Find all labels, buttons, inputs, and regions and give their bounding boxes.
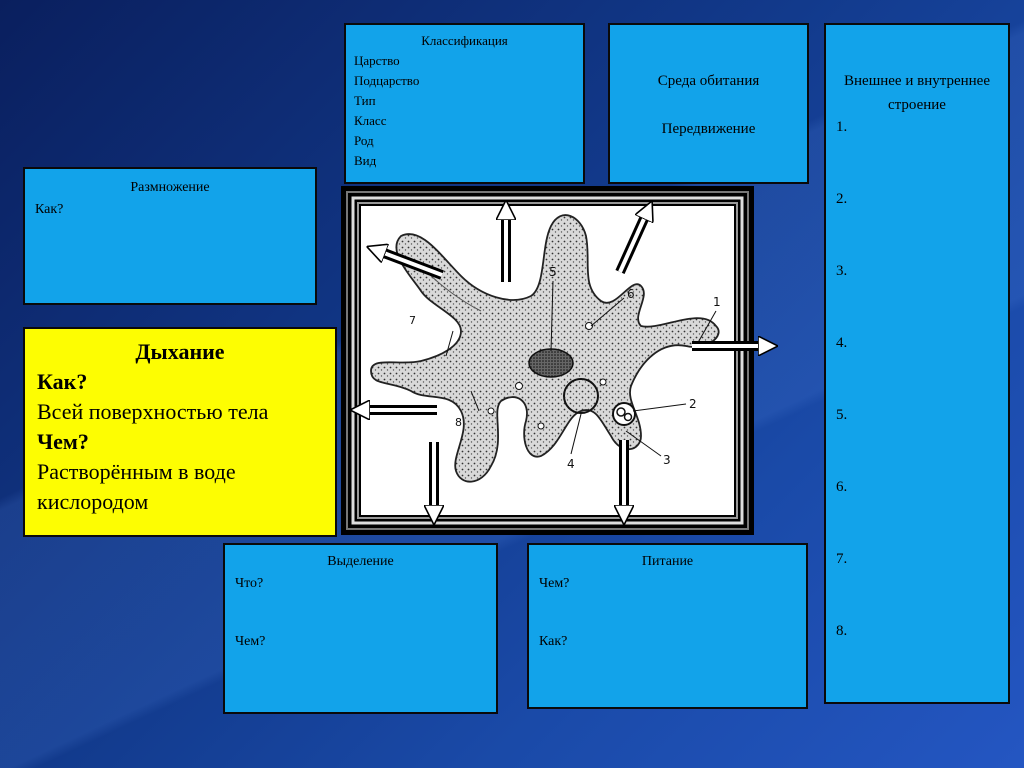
structure-item-2: 2. <box>836 191 848 207</box>
nutrition-question-how: Как? <box>539 634 568 649</box>
breathing-box: Дыхание Как? Всей поверхностью тела Чем?… <box>23 327 337 537</box>
classification-box: Классификация Царство Подцарство Тип Кла… <box>344 23 585 184</box>
breathing-answer-how: Всей поверхностью тела <box>37 399 269 424</box>
nucleus-shape <box>528 348 574 378</box>
classification-phylum: Тип <box>354 93 376 108</box>
classification-class: Класс <box>354 113 387 128</box>
nutrition-question-with: Чем? <box>539 576 570 591</box>
classification-subkingdom: Подцарство <box>354 73 420 88</box>
classification-species: Вид <box>354 153 377 168</box>
amoeba-diagram: 1 2 3 4 5 6 7 8 <box>341 186 754 535</box>
amoeba-illustration: 1 2 3 4 5 6 7 8 <box>346 191 749 530</box>
structure-item-1: 1. <box>836 119 848 135</box>
excretion-box: Выделение Что? Чем? <box>223 543 498 714</box>
label-3: 3 <box>663 453 671 467</box>
label-6: 6 <box>627 287 635 301</box>
structure-item-3: 3. <box>836 263 848 279</box>
structure-item-8: 8. <box>836 623 848 639</box>
structure-title: Внешнее и внутреннее строение <box>844 73 990 113</box>
breathing-question-what: Чем? <box>37 429 89 454</box>
label-7: 7 <box>409 314 416 327</box>
nutrition-title: Питание <box>641 554 694 569</box>
nutrition-box: Питание Чем? Как? <box>527 543 808 709</box>
classification-genus: Род <box>354 133 374 148</box>
habitat-label: Среда обитания <box>657 73 760 89</box>
locomotion-label: Передвижение <box>661 121 756 137</box>
excretion-question-what: Что? <box>235 576 264 591</box>
label-1: 1 <box>713 295 721 309</box>
structure-item-5: 5. <box>836 407 848 423</box>
reproduction-box: Размножение Как? <box>23 167 317 305</box>
structure-box: Внешнее и внутреннее строение 1. 2. 3. 4… <box>824 23 1010 704</box>
label-2: 2 <box>689 397 697 411</box>
reproduction-title: Размножение <box>130 180 210 195</box>
breathing-question-how: Как? <box>37 369 88 394</box>
structure-item-6: 6. <box>836 479 848 495</box>
structure-item-7: 7. <box>836 551 848 567</box>
label-5: 5 <box>549 265 557 279</box>
structure-item-4: 4. <box>836 335 848 351</box>
label-4: 4 <box>567 457 575 471</box>
habitat-box: Среда обитания Передвижение <box>608 23 809 184</box>
excretion-title: Выделение <box>327 554 394 569</box>
excretion-question-with: Чем? <box>235 634 266 649</box>
breathing-answer-what: Растворённым в воде кислородом <box>37 459 236 514</box>
reproduction-question: Как? <box>35 202 64 217</box>
classification-kingdom: Царство <box>354 53 400 68</box>
contractile-vacuole-shape <box>563 378 599 414</box>
label-8: 8 <box>455 416 462 429</box>
classification-title: Классификация <box>421 33 508 48</box>
breathing-title: Дыхание <box>135 339 225 364</box>
